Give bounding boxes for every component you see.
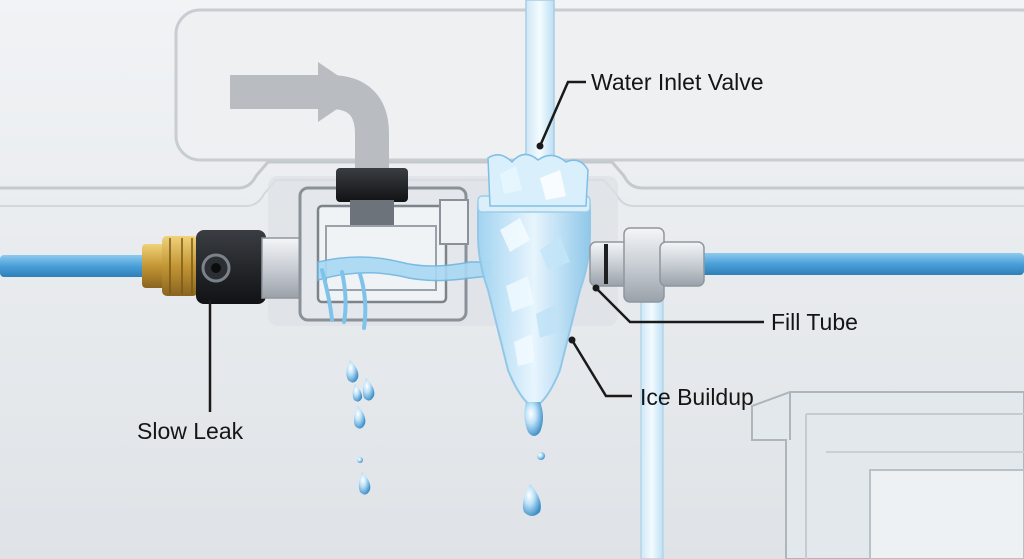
curved-arrow-head-icon (318, 62, 362, 122)
supply-tube (525, 0, 555, 166)
ice-buildup-leader-dot (568, 336, 576, 344)
left-water-line (0, 255, 152, 277)
water-inlet-valve-label: Water Inlet Valve (591, 69, 764, 95)
housing-edge (0, 160, 1024, 190)
fill-tube-down (640, 291, 664, 559)
water-drop-icon (346, 360, 545, 516)
ice-tray (751, 391, 1024, 559)
slow-leak-label: Slow Leak (137, 418, 244, 444)
ice-reservoir (477, 153, 591, 436)
right-water-line (700, 253, 1024, 275)
ice-buildup-leader (570, 339, 632, 398)
brass-fitting (142, 236, 198, 296)
fill-tube-label: Fill Tube (771, 309, 858, 335)
leaking-water-streams (320, 268, 368, 330)
fill-tube-leader-dot (592, 284, 600, 292)
water-inlet-valve-leader-dot (536, 142, 544, 150)
fill-tube-leader (595, 287, 764, 324)
ice-buildup-label: Ice Buildup (640, 384, 754, 410)
water-inlet-valve-leader (538, 80, 586, 147)
solenoid-nut (196, 230, 266, 304)
valve-housing (298, 168, 469, 322)
tee-fitting (589, 227, 705, 303)
